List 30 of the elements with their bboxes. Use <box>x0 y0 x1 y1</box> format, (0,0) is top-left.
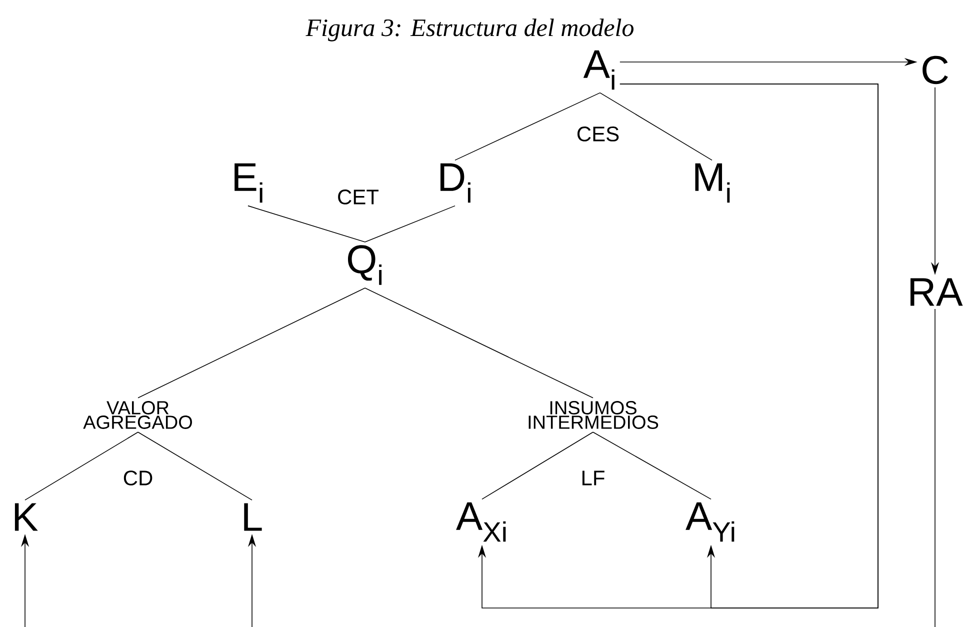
variable-label: D$_{i}$ <box>440 163 470 203</box>
connector-line <box>24 432 138 500</box>
connector-line <box>364 205 456 242</box>
connector-line <box>364 288 594 398</box>
variable-label: C <box>922 56 948 84</box>
connector-line <box>138 432 252 500</box>
connector-line <box>248 205 366 242</box>
variable-label: A$_{Yi}$ <box>686 502 734 542</box>
function-label: CES <box>577 126 619 142</box>
variable-label: RA <box>910 278 963 306</box>
connector-line <box>482 432 594 500</box>
variable-label: Q$_{i}$ <box>348 245 382 285</box>
function-label: CD <box>124 470 152 486</box>
connector-line <box>934 308 936 627</box>
connector-line <box>138 288 366 398</box>
variable-label: M$_{i}$ <box>695 163 730 203</box>
connector-line <box>454 92 600 161</box>
variable-label: A$_{Xi}$ <box>456 502 506 542</box>
connector-line <box>592 432 712 500</box>
variable-label: L <box>244 503 262 531</box>
figure-title: Figura 3: Estructura del modelo <box>306 18 634 42</box>
tree-label: INSUMOS INTERMEDIOS <box>528 401 658 429</box>
tree-label: VALOR AGREGADO <box>83 401 192 429</box>
variable-label: E$_{i}$ <box>234 163 262 203</box>
function-label: LF <box>582 470 604 486</box>
connector-line <box>600 92 712 161</box>
variable-label: A$_{i}$ <box>583 50 614 90</box>
arrow <box>620 84 878 608</box>
variable-label: K <box>14 503 38 531</box>
function-label: CET <box>338 190 379 204</box>
